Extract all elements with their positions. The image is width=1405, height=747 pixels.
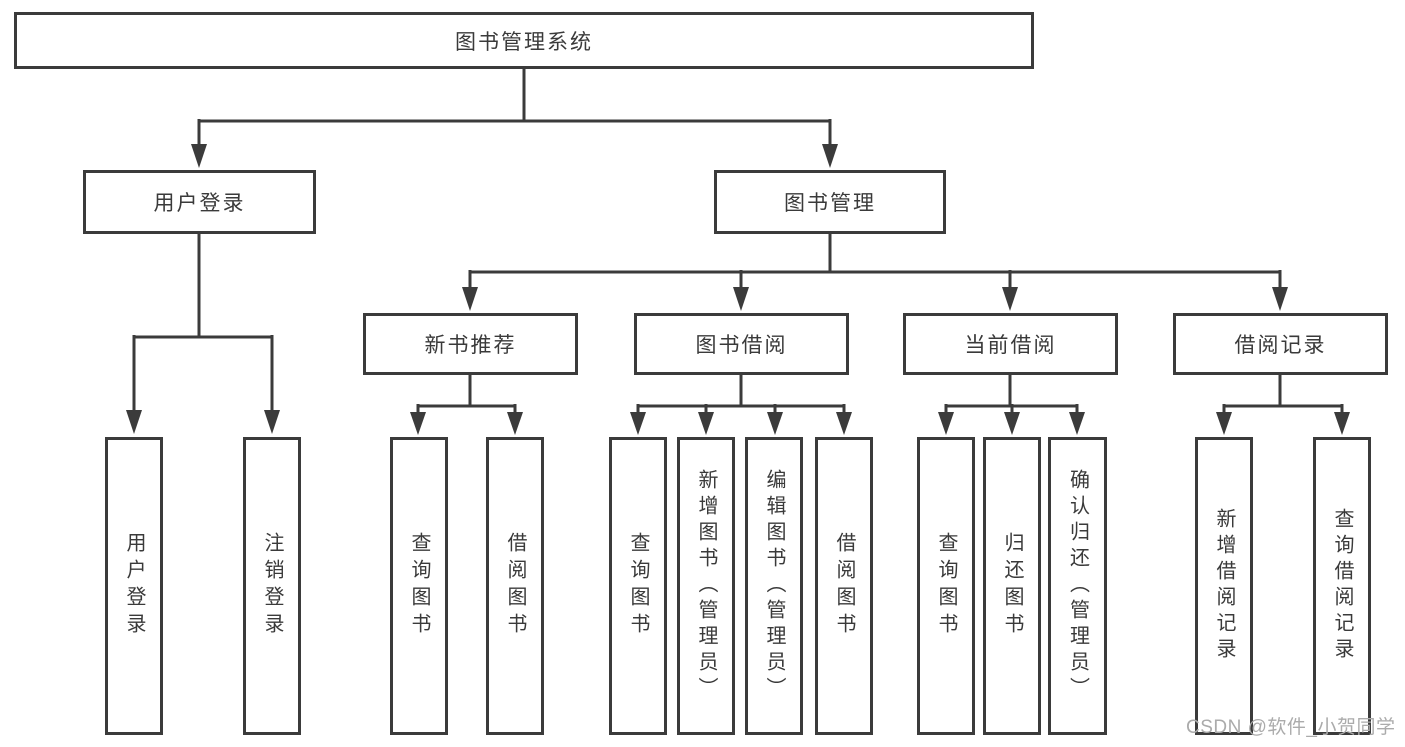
arrowhead-cb-query	[938, 412, 954, 435]
arrowhead-bb-borrow	[836, 412, 852, 435]
leaf-bb-query-books: 查询图书	[609, 437, 667, 735]
leaf-bb-add-books-admin: 新增图书（管理员）	[677, 437, 735, 735]
leaf-cb-query-books: 查询图书	[917, 437, 975, 735]
csdn-watermark: CSDN @软件_小贺同学	[1186, 717, 1396, 738]
leaf-user-login: 用户登录	[105, 437, 163, 735]
leaf-nb-query-books: 查询图书	[390, 437, 448, 735]
node-new-book-recommend: 新书推荐	[363, 313, 578, 375]
arrowhead-nb-query	[410, 412, 426, 435]
arrowhead-bb-query	[630, 412, 646, 435]
node-root-system: 图书管理系统	[14, 12, 1034, 69]
leaf-nb-borrow-books: 借阅图书	[486, 437, 544, 735]
arrowhead-current-borrow	[1002, 287, 1018, 311]
leaf-bb-borrow-books: 借阅图书	[815, 437, 873, 735]
node-book-management: 图书管理	[714, 170, 946, 234]
arrowhead-book-borrow	[733, 287, 749, 311]
leaf-cb-return-books: 归还图书	[983, 437, 1041, 735]
leaf-logout: 注销登录	[243, 437, 301, 735]
leaf-br-query-record: 查询借阅记录	[1313, 437, 1371, 735]
arrowhead-leaf-logout	[264, 410, 280, 434]
leaf-cb-confirm-return-admin: 确认归还（管理员）	[1048, 437, 1107, 735]
arrowhead-bb-add	[698, 412, 714, 435]
arrowhead-cb-confirm	[1069, 412, 1085, 435]
arrowhead-br-add	[1216, 412, 1232, 435]
arrowhead-user-login	[191, 144, 207, 168]
arrowhead-bb-edit	[767, 412, 783, 435]
arrowhead-new-book	[462, 287, 478, 311]
arrowhead-br-query	[1334, 412, 1350, 435]
node-current-borrowing: 当前借阅	[903, 313, 1118, 375]
node-user-login: 用户登录	[83, 170, 316, 234]
arrowhead-leaf-login	[126, 410, 142, 434]
arrowhead-book-mgmt	[822, 144, 838, 168]
leaf-bb-edit-books-admin: 编辑图书（管理员）	[745, 437, 803, 735]
arrowhead-cb-return	[1004, 412, 1020, 435]
leaf-br-add-record: 新增借阅记录	[1195, 437, 1253, 735]
arrowhead-nb-borrow	[507, 412, 523, 435]
node-borrowing-records: 借阅记录	[1173, 313, 1388, 375]
node-book-borrowing: 图书借阅	[634, 313, 849, 375]
arrowhead-borrow-record	[1272, 287, 1288, 311]
